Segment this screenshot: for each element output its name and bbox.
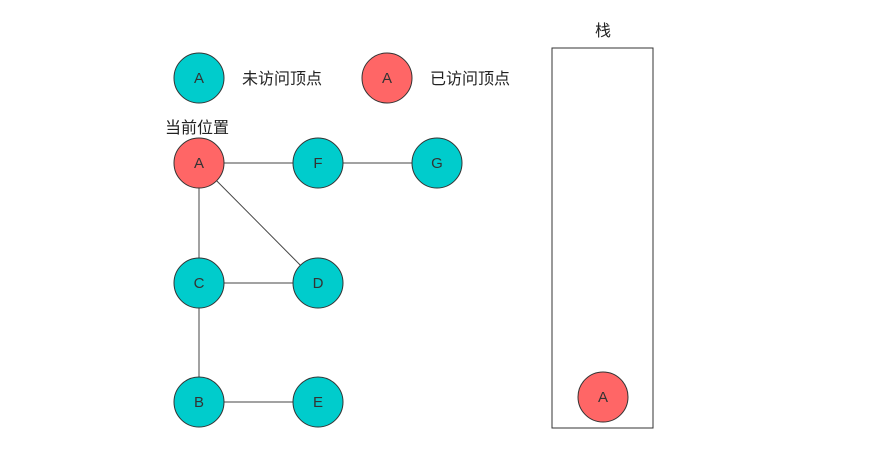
stack-item: A	[577, 371, 629, 423]
node-d-label: D	[313, 275, 324, 292]
node-d-circle	[292, 257, 344, 309]
node-g-circle	[411, 137, 463, 189]
node-e-circle	[292, 376, 344, 428]
legend-unvisited-circle	[173, 52, 225, 104]
node-c: C	[173, 257, 225, 309]
node-a-circle	[173, 137, 225, 189]
node-e-label: E	[313, 394, 323, 411]
legend-visited: A 已访问顶点	[361, 52, 510, 104]
stack-title: 栈	[595, 21, 611, 40]
stack-items: A	[577, 371, 629, 423]
node-g: G	[411, 137, 463, 189]
node-e: E	[292, 376, 344, 428]
legend-unvisited-node-label: A	[194, 70, 204, 87]
node-c-circle	[173, 257, 225, 309]
node-a-label: A	[194, 155, 204, 172]
node-f: F	[292, 137, 344, 189]
node-f-label: F	[313, 155, 322, 172]
stack-container	[551, 47, 654, 429]
node-b-circle	[173, 376, 225, 428]
node-g-label: G	[431, 155, 443, 172]
graph-nodes: A F G C D B E	[173, 137, 463, 428]
legend-unvisited: A 未访问顶点	[173, 52, 322, 104]
edge-a-d	[198, 162, 319, 284]
node-b-label: B	[194, 394, 204, 411]
node-c-label: C	[194, 275, 205, 292]
node-f-circle	[292, 137, 344, 189]
node-a: A	[173, 137, 225, 189]
stack-item-circle	[577, 371, 629, 423]
current-position-label: 当前位置	[165, 118, 229, 137]
stack: 栈 A	[551, 21, 654, 429]
node-b: B	[173, 376, 225, 428]
legend: A 未访问顶点 A 已访问顶点	[173, 52, 510, 104]
legend-visited-circle	[361, 52, 413, 104]
node-d: D	[292, 257, 344, 309]
stack-item-label: A	[598, 389, 608, 406]
legend-visited-node-label: A	[382, 70, 392, 87]
legend-unvisited-text: 未访问顶点	[242, 69, 322, 88]
legend-visited-text: 已访问顶点	[430, 69, 510, 88]
